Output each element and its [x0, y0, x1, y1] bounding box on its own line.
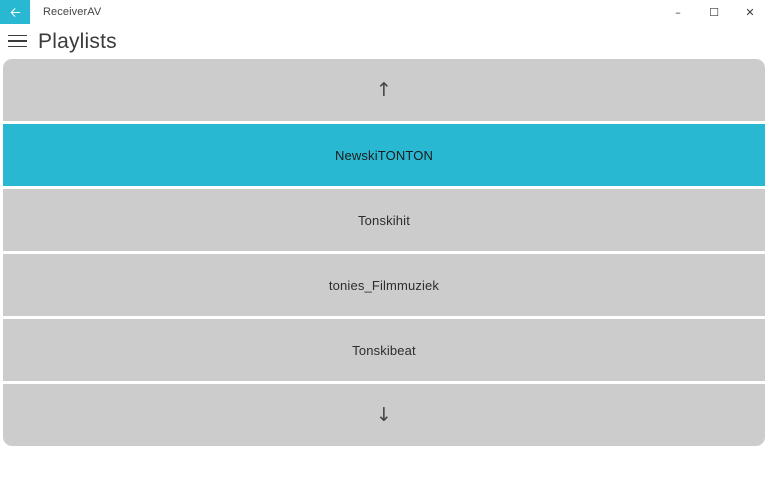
hamburger-menu-icon[interactable] [0, 24, 34, 58]
maximize-icon: ☐ [709, 5, 719, 19]
playlist-list-wrapper: ↑ NewskiTONTON Tonskihit tonies_Filmmuzi… [0, 58, 768, 446]
close-button[interactable]: ✕ [732, 0, 768, 24]
titlebar-spacer [101, 0, 660, 24]
list-item[interactable]: tonies_Filmmuziek [3, 254, 765, 316]
list-item[interactable]: NewskiTONTON [3, 124, 765, 186]
title-bar: ReceiverAV – ☐ ✕ [0, 0, 768, 24]
back-button[interactable] [0, 0, 30, 24]
arrow-up-icon: ↑ [376, 78, 392, 101]
page-title: Playlists [38, 29, 117, 53]
hamburger-line [7, 45, 27, 48]
list-item[interactable]: Tonskibeat [3, 319, 765, 381]
playlist-name: tonies_Filmmuziek [328, 277, 440, 293]
window-controls: – ☐ ✕ [660, 0, 768, 24]
maximize-button[interactable]: ☐ [696, 0, 732, 24]
hamburger-line [7, 34, 27, 37]
list-item[interactable]: Tonskihit [3, 189, 765, 251]
empty-content-area [0, 446, 768, 478]
arrow-down-icon: ↓ [376, 403, 392, 426]
close-icon: ✕ [745, 5, 755, 19]
minimize-button[interactable]: – [660, 0, 696, 24]
playlist-list: ↑ NewskiTONTON Tonskihit tonies_Filmmuzi… [3, 59, 765, 446]
minimize-icon: – [675, 5, 681, 19]
app-title: ReceiverAV [43, 6, 102, 18]
back-arrow-icon [9, 6, 22, 19]
playlist-name: Tonskihit [358, 212, 410, 228]
page-header: Playlists [0, 24, 768, 58]
playlist-name: Tonskibeat [352, 342, 416, 358]
scroll-down-button[interactable]: ↓ [3, 384, 765, 446]
scroll-up-button[interactable]: ↑ [3, 59, 765, 121]
playlist-name: NewskiTONTON [334, 147, 434, 163]
hamburger-line [7, 40, 27, 42]
